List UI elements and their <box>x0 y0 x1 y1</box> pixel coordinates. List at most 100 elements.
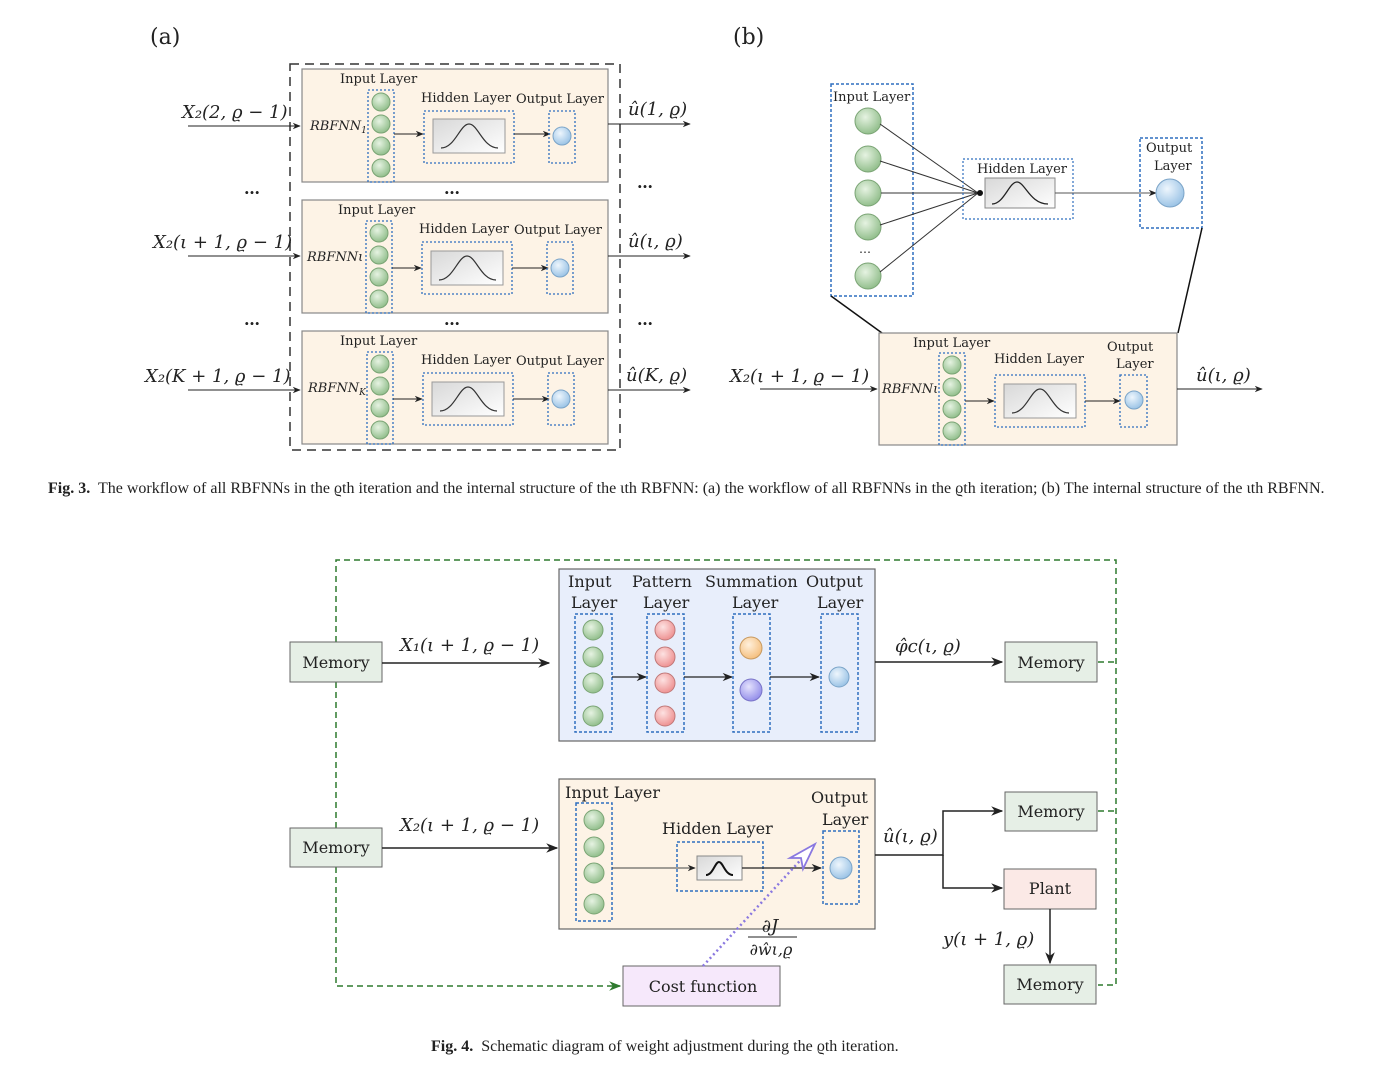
input-node <box>583 893 605 915</box>
gradient-arrowhead-icon <box>786 841 818 872</box>
grnn-pattern-label-2: Layer <box>643 593 690 612</box>
input-node <box>371 158 391 178</box>
gaussian-curve-icon <box>439 386 498 412</box>
memory-label: Memory <box>1017 802 1084 821</box>
rbfnn-name: RBFNNι <box>881 382 938 397</box>
input-node <box>582 619 604 641</box>
cost-function-label: Cost function <box>649 977 758 996</box>
input-node <box>371 92 391 112</box>
grnn-summation-box <box>732 613 771 733</box>
input-layer-label: Input Layer <box>340 72 418 87</box>
memory-label: Memory <box>1017 653 1084 672</box>
input-label-3: X₂(K + 1, ϱ − 1) <box>143 366 291 387</box>
ellipsis: ⋯ <box>859 245 871 259</box>
memory-box-1 <box>289 641 383 683</box>
input-node <box>854 107 882 135</box>
grnn-output-label-1: Output <box>806 572 863 591</box>
pattern-node <box>654 619 676 641</box>
gaussian-curve-icon <box>440 123 499 149</box>
pattern-node <box>654 646 676 668</box>
grnn-summation-label-1: Summation <box>705 572 798 591</box>
ellipsis: … <box>244 310 260 329</box>
grnn-summation-label-2: Layer <box>732 593 779 612</box>
input-node <box>582 705 604 727</box>
memory-box-3 <box>1004 641 1098 683</box>
u-to-memory-arrow <box>875 806 1004 856</box>
pattern-node <box>654 672 676 694</box>
fig3-caption-label: Fig. 3. <box>48 480 91 497</box>
zoom-connector-right <box>1177 227 1203 334</box>
input-layer-box <box>367 89 395 183</box>
x1-label: X₁(ι + 1, ϱ − 1) <box>398 635 539 656</box>
input-node <box>854 262 882 290</box>
output-node <box>1124 390 1144 410</box>
input-node <box>583 809 605 831</box>
summation-node <box>739 678 763 702</box>
rbfnn-group-dashed-border <box>289 63 621 451</box>
input-node <box>371 136 391 156</box>
input-layer-box <box>938 352 966 446</box>
gradient-numerator: ∂J <box>762 916 780 937</box>
fig4-caption: Fig. 4. Schematic diagram of weight adju… <box>431 1036 899 1058</box>
output-node <box>551 389 571 409</box>
rbfnn-block-iota: Input Layer Hidden Layer Output Layer RB… <box>301 199 609 314</box>
input-layer-label: Input Layer <box>913 336 991 351</box>
memory-label: Memory <box>302 653 369 672</box>
grnn-pattern-label-1: Pattern <box>632 572 692 591</box>
input-layer-label: Input Layer <box>833 90 911 105</box>
grnn-input-label-1: Input <box>568 572 612 591</box>
output-node <box>1155 178 1185 208</box>
zoom-connector-left <box>830 295 883 334</box>
u-to-plant-arrow <box>942 855 1004 893</box>
output-layer-label: Output Layer <box>516 354 605 369</box>
output-layer-label: Output Layer <box>516 92 605 107</box>
ellipsis: … <box>244 179 260 198</box>
junction-dot <box>977 190 983 196</box>
summation-node <box>739 636 763 660</box>
plant-box <box>1003 868 1097 910</box>
rbfnn-hidden-label: Hidden Layer <box>662 819 773 838</box>
memory-label: Memory <box>302 838 369 857</box>
rbfnn-input-label: Input Layer <box>565 783 660 802</box>
input-node <box>854 145 882 173</box>
output-layer-label-1: Output <box>1107 340 1154 355</box>
panel-a-label: (a) <box>150 25 180 50</box>
input-layer-box <box>366 351 394 445</box>
output-node <box>828 666 850 688</box>
ellipsis: … <box>444 179 460 198</box>
fig4-caption-text: Schematic diagram of weight adjustment d… <box>481 1038 899 1055</box>
rbfnn-block-K: Input Layer Hidden Layer Output Layer RB… <box>301 330 609 445</box>
input-node <box>583 862 605 884</box>
input-node <box>942 355 962 375</box>
output-label: û(ι, ϱ) <box>1196 365 1251 386</box>
panel-b: Input Layer ⋯ Hidden Layer Output Layer … <box>728 83 1263 446</box>
gaussian-curve-icon <box>1011 388 1070 414</box>
input-node <box>942 399 962 419</box>
panel-b-label: (b) <box>733 25 764 50</box>
input-node <box>942 421 962 441</box>
rbfnn-output-label-2: Layer <box>822 810 869 829</box>
memory-box-4 <box>1004 791 1098 832</box>
hidden-layer-label: Hidden Layer <box>421 91 512 106</box>
output-label-3: û(K, ϱ) <box>626 365 687 386</box>
input-node <box>370 398 390 418</box>
rbfnn-name: RBFNNK <box>307 381 367 398</box>
input-node <box>371 114 391 134</box>
ellipsis: … <box>637 310 653 329</box>
output-layer-label: Output Layer <box>514 223 603 238</box>
output-label-2: û(ι, ϱ) <box>628 231 683 252</box>
hidden-layer-box <box>962 158 1074 220</box>
ellipsis: … <box>637 173 653 192</box>
output-layer-box <box>547 372 575 426</box>
grnn-input-label-2: Layer <box>571 593 618 612</box>
grnn-input-box <box>574 613 613 733</box>
gaussian-curve-icon <box>438 255 497 281</box>
input-node <box>369 267 389 287</box>
hidden-layer-box <box>423 110 515 164</box>
gaussian-curve-icon <box>991 181 1049 205</box>
input-node <box>369 223 389 243</box>
gradient-denominator: ∂ŵι,ϱ <box>750 940 793 959</box>
input-label-1: X₂(2, ϱ − 1) <box>180 102 288 123</box>
rbfnn-hidden-box <box>676 841 764 892</box>
